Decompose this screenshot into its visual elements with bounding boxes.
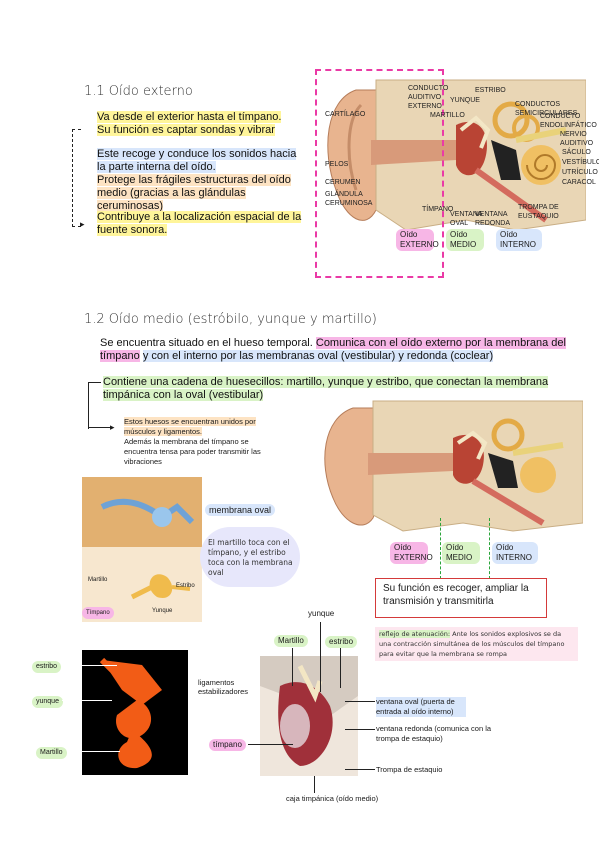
bone-label: yunque (32, 696, 63, 708)
section1-p4: Protege las frágiles estructuras del oíd… (97, 174, 291, 212)
ossicles-bone-image (82, 650, 188, 775)
label-estribo: estribo (325, 636, 358, 648)
pointer-line (292, 648, 293, 686)
pointer-line (340, 648, 341, 688)
outer-ear-highlight-box (315, 69, 444, 278)
section1-p2: Su función es captar sondas y vibrar (97, 124, 275, 136)
section1-p1: Va desde el exterior hasta el tímpano. (97, 111, 282, 123)
small-note: Estos huesos se encuentran unidos por mú… (124, 417, 261, 466)
ossicles-illustration (82, 477, 202, 622)
diagram1-label: VENTANA REDONDA (475, 211, 511, 227)
diagram1-label: YUNQUE (450, 97, 480, 104)
diagram1-label: CARTÍLAGO (325, 111, 366, 118)
diagram1-label: VENTANA OVAL (450, 211, 483, 227)
section1-p5: Contribuye a la localización espacial de… (97, 211, 302, 236)
bone-line (70, 751, 120, 752)
bracket-line (88, 382, 101, 429)
label-caja: caja timpánica (oído medio) (286, 794, 379, 803)
ear-anatomy-diagram-2 (313, 393, 583, 543)
label-ventana-oval: ventana oval (puerta de entrada al oído … (376, 697, 466, 717)
pointer-line (320, 622, 321, 692)
zone-outer-ear: Oído EXTERNO (396, 229, 439, 251)
diagram1-label: CONDUCTO ENDOLINFÁTICO (540, 113, 597, 129)
diagram1-label: TROMPA DE EUSTAQUIO (518, 204, 559, 220)
diagram1-label: GLÁNDULA CERUMINOSA (325, 191, 373, 207)
bracket-arrow-icon (89, 427, 113, 428)
diagram1-label: CONDUCTOS SEMICIRCULARES (515, 101, 578, 117)
diagram1-label: SÁCULO (562, 149, 591, 156)
section1-p3: Este recoge y conduce los sonidos hacia … (97, 148, 297, 173)
pointer-line (248, 744, 293, 745)
diagram1-label: TÍMPANO (422, 206, 454, 213)
diagram1-label: CARACOL (562, 179, 596, 186)
bone-label: Martillo (36, 747, 67, 759)
diagram1-label: PELOS (325, 161, 349, 168)
zone-inner-ear: Oído INTERNO (496, 229, 542, 251)
label-yunque: yunque (308, 609, 335, 618)
zone-outer-ear: Oído EXTERNO (390, 542, 433, 564)
diagram1-label: NERVIO AUDITIVO (560, 131, 594, 147)
section2-p1: Se encuentra situado en el hueso tempora… (100, 337, 566, 362)
zone-middle-ear: Oído MEDIO (446, 229, 484, 251)
zone-inner-ear: Oído INTERNO (492, 542, 538, 564)
diagram1-label: CERUMEN (325, 179, 361, 186)
bone-line (62, 665, 117, 666)
function-text: Su función es recoger, ampliar la transm… (383, 583, 529, 607)
ear-anatomy-diagram-1 (316, 70, 586, 250)
bubble-text: El martillo toca con el tímpano, y el es… (208, 538, 293, 577)
dashed-bracket (72, 129, 81, 227)
label-ligamentos: ligamentos estabilizadores (198, 678, 249, 696)
pointer-line (345, 769, 375, 770)
img1-label: Yunque (152, 608, 173, 614)
diagram1-label: ESTRIBO (475, 87, 506, 94)
section2-p2: Contiene una cadena de huesecillos: mart… (103, 376, 549, 401)
diagram1-label: CONDUCTO AUDITIVO EXTERNO (408, 85, 449, 110)
middle-ear-photo (260, 656, 358, 776)
bracket-arrow-icon: ▸ (80, 219, 85, 229)
membrana-oval-label: membrana oval (205, 504, 276, 516)
pointer-line (314, 776, 315, 793)
section1-heading: 1.1 Oído externo (84, 84, 193, 99)
speech-bubble (200, 527, 300, 587)
diagram1-label: VESTÍBULO (562, 159, 599, 166)
img1-label: Martillo (88, 577, 108, 583)
label-ventana-redonda: ventana redonda (comunica con la trompa … (376, 724, 492, 743)
pointer-line (345, 701, 375, 702)
zone-middle-ear: Oído MEDIO (442, 542, 480, 564)
section2-heading: 1.2 Oído medio (estróbilo, yunque y mart… (84, 312, 377, 327)
img1-label: Tímpano (82, 607, 114, 619)
diagram1-label: MARTILLO (430, 112, 465, 119)
bone-label: estribo (32, 661, 62, 673)
label-timpano: tímpano (209, 739, 246, 751)
label-martillo: Martillo (274, 635, 308, 647)
reflex-note: reflejo de atenuación: Ante los sonidos … (375, 627, 578, 661)
img1-label: Estribo (176, 583, 195, 589)
pointer-line (345, 729, 375, 730)
bone-line (62, 700, 112, 701)
label-trompa: Trompa de estaquio (376, 765, 443, 774)
bracket-arrow-head-icon: ▸ (110, 422, 115, 432)
function-box: Su función es recoger, ampliar la transm… (375, 578, 547, 618)
diagram1-label: UTRÍCULO (562, 169, 598, 176)
